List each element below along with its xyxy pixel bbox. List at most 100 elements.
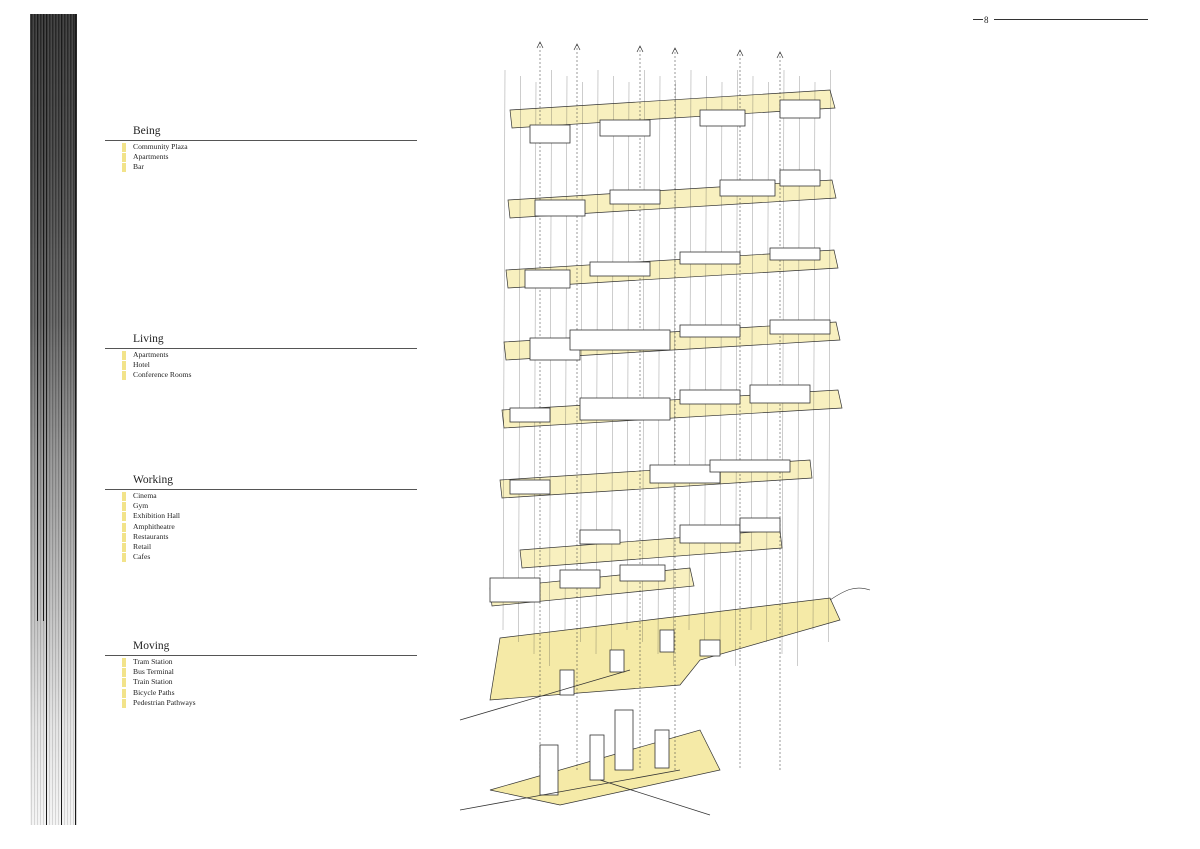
section-working: Working Cinema Gym Exhibition Hall Amphi… xyxy=(105,473,417,563)
program-item: Hotel xyxy=(105,360,417,371)
building-volume xyxy=(599,119,651,137)
program-item: Bicycle Paths xyxy=(105,688,417,698)
building-volume xyxy=(649,464,721,484)
section-rule xyxy=(105,489,417,490)
highlight-swatch xyxy=(122,658,126,667)
building-volume xyxy=(589,734,605,781)
structural-column xyxy=(719,81,723,655)
structural-column xyxy=(766,81,769,643)
floor-slab xyxy=(509,89,836,129)
structural-column xyxy=(595,69,599,655)
building-volume xyxy=(619,564,666,582)
building-volume xyxy=(509,479,551,495)
program-item: Conference Rooms xyxy=(105,370,417,381)
structural-column xyxy=(657,75,661,655)
building-volume xyxy=(539,744,559,796)
structural-column xyxy=(642,69,645,643)
building-volume xyxy=(579,529,621,545)
structural-column xyxy=(533,81,537,655)
building-volume xyxy=(709,459,791,473)
structural-column xyxy=(781,69,785,655)
section-rule xyxy=(105,140,417,141)
building-volume xyxy=(679,389,741,405)
up-arrow-icon xyxy=(636,45,644,53)
up-arrow-icon xyxy=(536,41,544,49)
building-volume xyxy=(769,247,821,261)
building-volume xyxy=(489,577,541,603)
section-moving: Moving Tram Station Bus Terminal Train S… xyxy=(105,639,417,708)
building-volume xyxy=(589,261,651,277)
building-volume xyxy=(529,124,571,144)
structural-column xyxy=(502,69,506,631)
building-volume xyxy=(609,649,625,673)
highlight-swatch xyxy=(122,153,126,163)
structural-column xyxy=(812,81,816,631)
structural-column xyxy=(626,81,630,631)
rail-line xyxy=(459,769,681,811)
highlight-swatch xyxy=(122,688,126,698)
building-volume xyxy=(679,524,741,544)
highlight-swatch xyxy=(122,522,126,532)
highlight-swatch xyxy=(122,351,126,360)
building-volume xyxy=(719,179,776,197)
section-being: Being Community Plaza Apartments Bar xyxy=(105,124,417,173)
highlight-swatch xyxy=(122,678,126,688)
building-volume xyxy=(524,269,571,289)
building-volume xyxy=(509,407,551,423)
up-arrow-icon xyxy=(736,49,744,57)
building-volume xyxy=(779,99,821,119)
section-title-working: Working xyxy=(133,474,173,486)
building-volume xyxy=(614,709,634,771)
program-item: Community Plaza xyxy=(105,142,417,152)
program-item: Tram Station xyxy=(105,657,417,667)
section-title-living: Living xyxy=(133,333,164,345)
page-number: 8 xyxy=(973,14,1176,26)
ground-path-line xyxy=(829,587,871,601)
underground-level-slab xyxy=(489,729,721,806)
program-item: Pedestrian Pathways xyxy=(105,698,417,708)
structural-column xyxy=(828,69,831,643)
program-item: Cinema xyxy=(105,491,417,501)
building-volume xyxy=(699,639,721,657)
section-title-being: Being xyxy=(133,125,161,137)
structural-column xyxy=(750,75,754,631)
building-volume xyxy=(679,324,741,338)
program-item: Gym xyxy=(105,501,417,512)
building-volume xyxy=(699,109,746,127)
highlight-swatch xyxy=(122,512,126,522)
structural-column xyxy=(611,75,614,667)
program-item: Bar xyxy=(105,162,417,173)
program-item: Exhibition Hall xyxy=(105,511,417,522)
program-item: Cafes xyxy=(105,552,417,563)
program-item: Retail xyxy=(105,542,417,553)
section-rule xyxy=(105,348,417,349)
highlight-swatch xyxy=(122,492,126,501)
building-volume xyxy=(779,169,821,187)
up-arrow-icon xyxy=(671,47,679,55)
program-item: Bus Terminal xyxy=(105,667,417,678)
highlight-swatch xyxy=(122,668,126,678)
building-volume xyxy=(559,669,575,696)
gradient-sidebar xyxy=(30,14,77,825)
building-volume xyxy=(739,517,781,533)
structural-column xyxy=(549,69,552,667)
highlight-swatch xyxy=(122,532,126,542)
rail-line xyxy=(459,669,631,721)
highlight-swatch xyxy=(122,698,126,708)
structural-column xyxy=(673,81,676,667)
program-item: Train Station xyxy=(105,677,417,688)
program-item: Amphitheatre xyxy=(105,522,417,532)
building-volume xyxy=(534,199,586,217)
building-volume xyxy=(654,729,670,769)
up-arrow-icon xyxy=(776,51,784,59)
building-volume xyxy=(679,251,741,265)
highlight-swatch xyxy=(122,502,126,512)
building-volume xyxy=(569,329,671,351)
structural-column xyxy=(580,81,583,643)
building-volume xyxy=(609,189,661,205)
section-rule xyxy=(105,655,417,656)
section-title-moving: Moving xyxy=(133,640,170,652)
building-volume xyxy=(579,397,671,421)
building-volume xyxy=(769,319,831,335)
program-item: Restaurants xyxy=(105,532,417,542)
